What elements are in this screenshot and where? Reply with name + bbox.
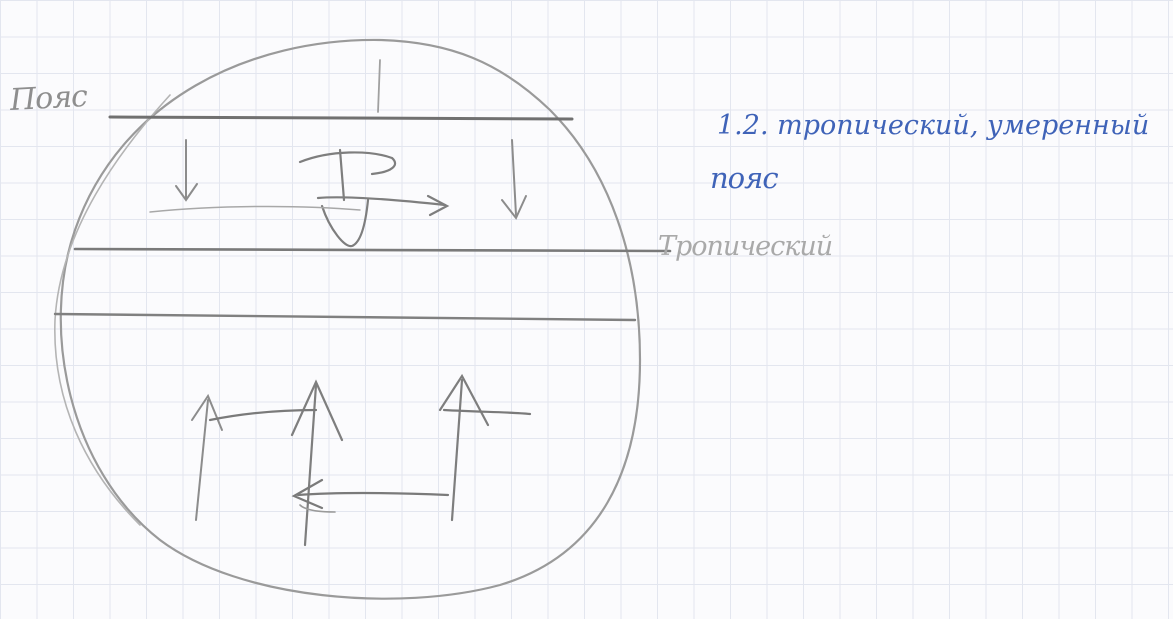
boundary-line-top xyxy=(110,117,572,119)
boundary-line-middle xyxy=(75,249,670,251)
meridian-tick xyxy=(378,60,380,112)
downward-arrow-left xyxy=(176,140,197,200)
upward-arrow-right xyxy=(440,376,488,520)
boundary-line-lower xyxy=(55,314,635,320)
upward-arrow-center xyxy=(292,382,342,545)
upper-belt-circulation xyxy=(150,150,447,246)
downward-arrow-right xyxy=(502,140,526,218)
answer-note-line-2: пояс xyxy=(710,164,778,193)
belt-label-tropical: Тропический xyxy=(658,233,832,260)
answer-note-line-1: 1.2. тропический, умеренный xyxy=(717,112,1149,139)
upward-arrow-left xyxy=(192,396,222,520)
belt-label-top: Пояс xyxy=(9,82,87,116)
lower-belt-circulation xyxy=(210,410,530,512)
